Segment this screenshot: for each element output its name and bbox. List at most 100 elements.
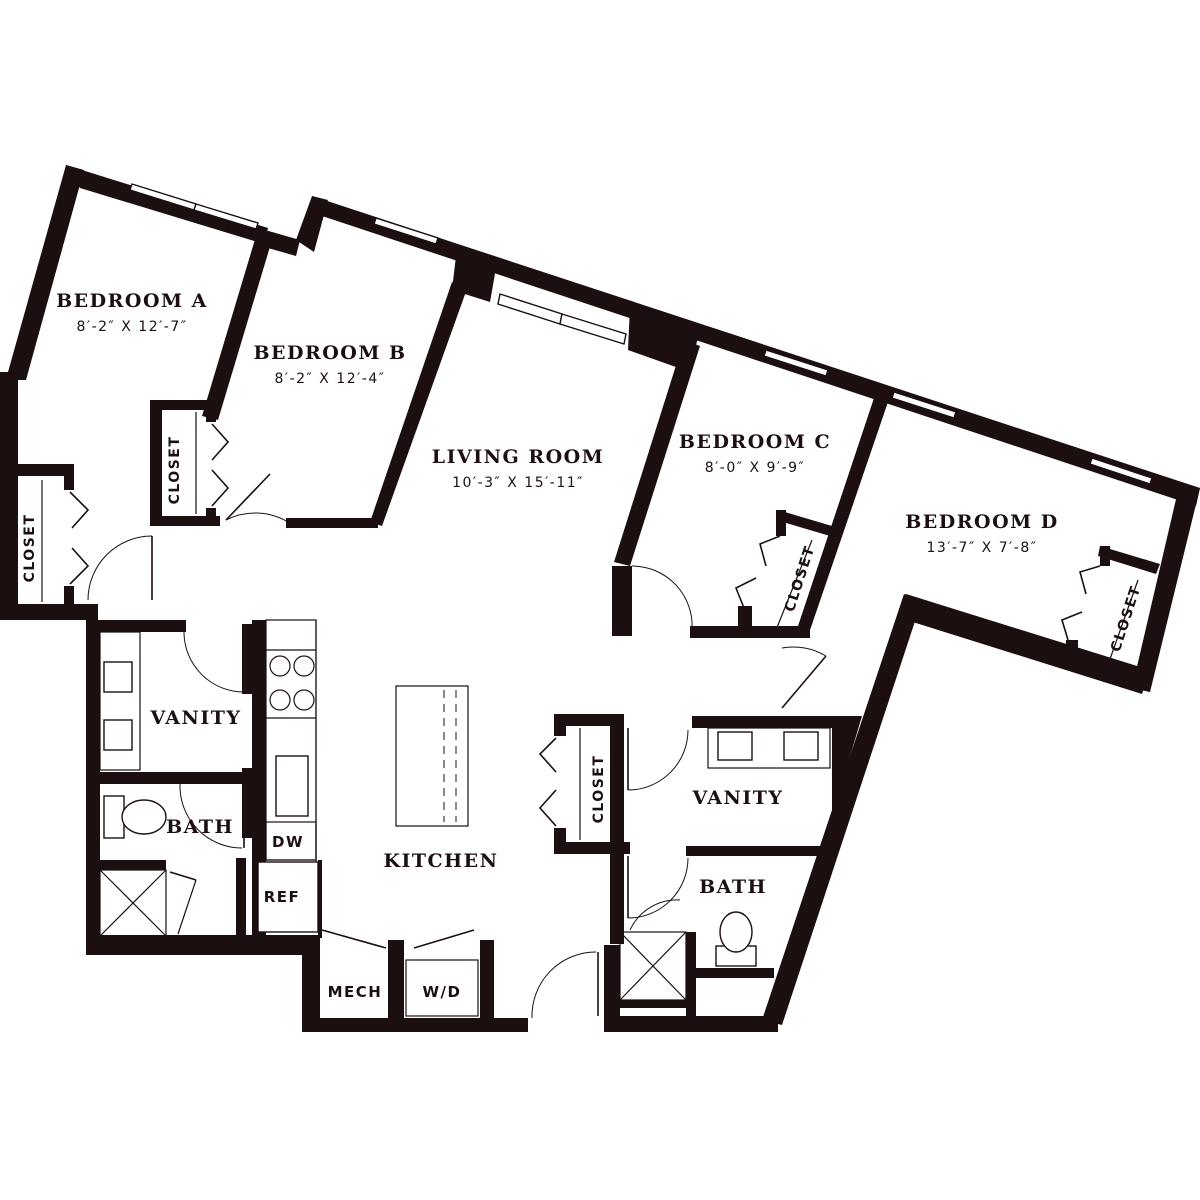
wall-closet-d-top bbox=[1098, 546, 1160, 574]
wall-closet-a-right-low bbox=[64, 586, 74, 612]
wall-bath-top bbox=[86, 620, 186, 632]
wall-kitchen-left bbox=[252, 620, 266, 940]
closet-a-label: CLOSET bbox=[22, 514, 38, 583]
window-bedroom-d-2 bbox=[1089, 457, 1153, 485]
wall-vanity-bath-divider bbox=[86, 772, 252, 784]
living-room-dims: 10′-3″ X 15′-11″ bbox=[452, 475, 584, 491]
door-arc-bedroom-d bbox=[781, 646, 827, 657]
wall-closet-b-jamb-bot bbox=[206, 508, 216, 526]
fixtures bbox=[41, 412, 1139, 1017]
bedroom-b-dims: 8′-2″ X 12′-4″ bbox=[275, 371, 386, 387]
wall-a-b-notch bbox=[254, 228, 300, 256]
wall-closet-c-left-low bbox=[738, 606, 752, 636]
interior-walls bbox=[0, 236, 1160, 1032]
wall-closet-d-jamb bbox=[1100, 546, 1110, 566]
wall-closet-b-left bbox=[150, 400, 162, 524]
living-room-name: LIVING ROOM bbox=[432, 446, 605, 468]
wall-c-d-divider bbox=[796, 398, 888, 636]
door-closet-b bbox=[211, 423, 230, 461]
door-leaf-mech bbox=[321, 929, 387, 949]
wall-c-door-jamb bbox=[612, 566, 632, 636]
wall-closet-a-bottom bbox=[0, 604, 98, 620]
door-arc-bedroom-c bbox=[631, 565, 693, 631]
door-arc-vanity-left bbox=[183, 631, 245, 693]
wall-wd-right bbox=[480, 940, 494, 1032]
bedroom-a-dims: 8′-2″ X 12′-7″ bbox=[77, 319, 188, 335]
closet-c-rod bbox=[775, 539, 813, 631]
wall-closet-b-top bbox=[150, 400, 214, 410]
window-bedroom-c bbox=[763, 349, 829, 377]
door-closet-c bbox=[759, 535, 781, 567]
closet-b-label: CLOSET bbox=[167, 436, 183, 505]
door-arc-bath-left bbox=[179, 783, 243, 849]
shower-left-x2 bbox=[99, 869, 167, 937]
sink-left-2 bbox=[103, 719, 133, 751]
wall-right-angled bbox=[762, 594, 922, 1025]
wall-a-b-divider bbox=[202, 236, 272, 420]
wall-shower-bottom bbox=[616, 1000, 692, 1008]
wall-closet-d-jamb-low bbox=[1066, 640, 1078, 654]
toilet-left-tank bbox=[103, 795, 125, 839]
burner-2 bbox=[293, 655, 315, 677]
bedroom-c-name: BEDROOM C bbox=[679, 431, 831, 453]
wall-left-lower bbox=[86, 620, 100, 955]
exterior-walls bbox=[0, 165, 1200, 1032]
sink-left-1 bbox=[103, 661, 133, 693]
kitchen-counter bbox=[265, 619, 317, 861]
wall-top-long bbox=[312, 196, 1200, 506]
closet-hall-label: CLOSET bbox=[591, 755, 607, 824]
window-bedroom-d-1 bbox=[891, 391, 957, 419]
door-arc-vanity-right bbox=[627, 729, 689, 791]
door-closet-a-2 bbox=[69, 547, 90, 585]
wall-right-outer bbox=[1132, 482, 1200, 692]
wall-bedroom-b-bottom bbox=[286, 518, 378, 528]
window-living-2 bbox=[559, 313, 627, 345]
kitchen-island bbox=[395, 685, 469, 827]
wall-bath-shower-divider bbox=[86, 860, 166, 870]
bedroom-c-dims: 8′-0″ X 9′-9″ bbox=[705, 460, 806, 476]
shower-right-door bbox=[629, 899, 681, 931]
refrigerator bbox=[257, 861, 319, 933]
window-living-1 bbox=[497, 293, 563, 325]
wall-right-bath-left bbox=[604, 945, 620, 1030]
wall-bedroom-a-top bbox=[66, 165, 268, 244]
door-closet-d bbox=[1079, 565, 1101, 595]
washer-dryer bbox=[405, 959, 479, 1017]
wall-closet-c-left bbox=[776, 510, 786, 536]
bedroom-d-dims: 13′-7″ X 7′-8″ bbox=[927, 540, 1038, 556]
shower-right bbox=[619, 931, 687, 1001]
wall-closet-a-top bbox=[0, 464, 72, 476]
door-closet-hall-2 bbox=[538, 789, 557, 827]
door-leaf-bedroom-b bbox=[225, 473, 271, 521]
kitchen-sink bbox=[275, 755, 309, 817]
window-bedroom-a-2 bbox=[193, 203, 259, 230]
door-leaf-wd bbox=[413, 929, 475, 949]
wall-closet-b-bottom bbox=[150, 516, 220, 526]
kitchen-name: KITCHEN bbox=[384, 850, 499, 872]
wall-bedroom-d-bottom bbox=[900, 594, 1150, 694]
wall-bedroom-a-left bbox=[0, 165, 84, 380]
burner-3 bbox=[269, 689, 291, 711]
wall-bath-right bbox=[236, 858, 246, 948]
wall-vanity-right-low bbox=[242, 768, 252, 838]
sink-right-2 bbox=[783, 731, 819, 761]
bedroom-b-name: BEDROOM B bbox=[253, 342, 406, 364]
wall-mech-left bbox=[302, 935, 320, 1031]
doors bbox=[69, 423, 1101, 1019]
wall-closet-c-top bbox=[776, 510, 832, 536]
closet-d-rod bbox=[1103, 579, 1139, 677]
bath-right-name: BATH bbox=[699, 876, 767, 898]
wall-toilet-bottom bbox=[694, 968, 774, 978]
door-closet-c-2 bbox=[734, 577, 757, 609]
sink-right-1 bbox=[717, 731, 753, 761]
shower-left-glass bbox=[177, 879, 197, 935]
window-bedroom-b bbox=[373, 217, 439, 245]
ref-label: REF bbox=[264, 888, 301, 906]
room-labels: BEDROOM A 8′-2″ X 12′-7″ BEDROOM B 8′-2″… bbox=[22, 290, 1144, 1001]
wall-closet-b-jamb-top bbox=[206, 400, 216, 422]
bedroom-d-name: BEDROOM D bbox=[905, 511, 1059, 533]
dw-label: DW bbox=[272, 833, 304, 851]
wall-pillar-right bbox=[832, 716, 862, 810]
toilet-left-bowl bbox=[121, 799, 167, 835]
